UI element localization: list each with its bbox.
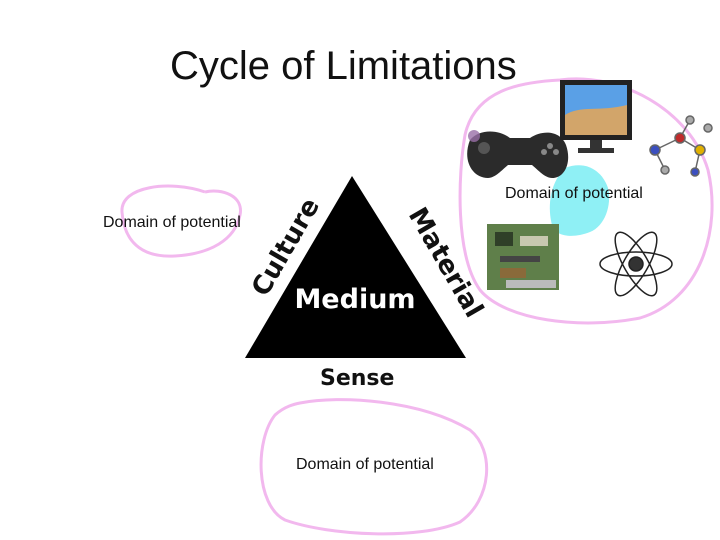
left-domain-circle xyxy=(120,184,242,258)
left-domain-label: Domain of potential xyxy=(103,214,241,231)
circuit-board-icon xyxy=(487,224,559,290)
bottom-domain-label: Domain of potential xyxy=(296,456,434,473)
atom-icon xyxy=(599,231,673,297)
right-domain-circle xyxy=(458,77,714,325)
medium-label: Medium xyxy=(294,284,415,315)
monitor-desert-icon xyxy=(560,80,632,153)
molecule-icon xyxy=(649,115,713,177)
medium-triangle xyxy=(245,176,466,358)
right-domain-label: Domain of potential xyxy=(505,185,643,202)
sense-label: Sense xyxy=(320,366,395,391)
bottom-domain-circle xyxy=(259,398,489,536)
cyan-blob xyxy=(549,165,610,236)
game-controller-icon xyxy=(467,130,569,178)
slide-title: Cycle of Limitations xyxy=(170,44,517,88)
